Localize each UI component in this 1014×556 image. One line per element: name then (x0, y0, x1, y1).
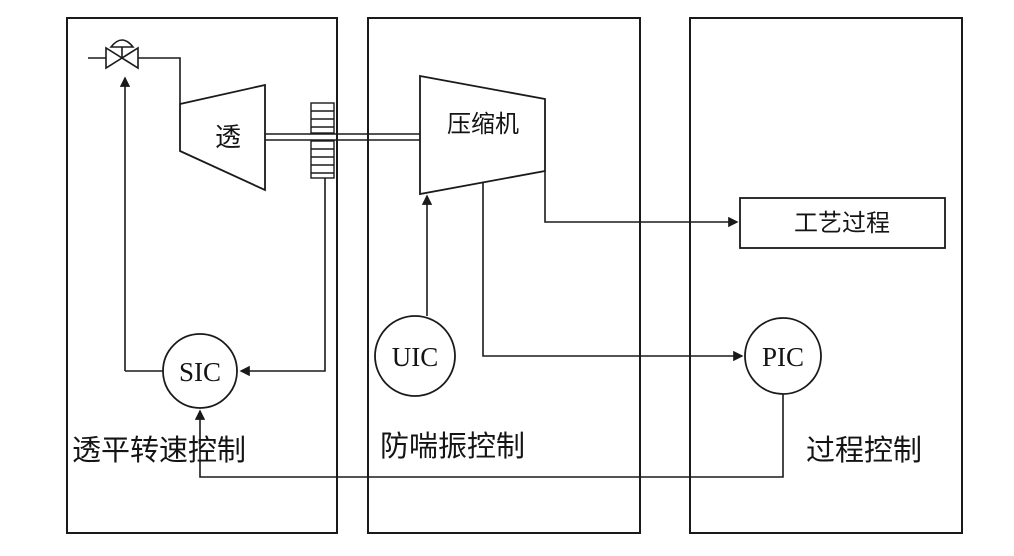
valve-body-left (105, 46, 124, 70)
steam-pipe-right-line (138, 57, 181, 104)
pic-controller-label: PIC (762, 342, 804, 372)
turbine-speed-section-box (66, 17, 338, 534)
turbine-shape (179, 83, 266, 192)
turbine-speed-section-label: 透平转速控制 (72, 434, 246, 467)
uic-controller-label: UIC (392, 342, 439, 372)
process-box-label: 工艺过程 (794, 210, 890, 237)
pic-to-sic-signal-line (194, 394, 784, 478)
compressor-to-process-line (544, 171, 739, 228)
process-box (739, 197, 946, 249)
pressure-to-pic-line (482, 183, 744, 362)
process-control-section-label: 过程控制 (806, 434, 922, 467)
process-control-section-box (689, 17, 963, 534)
gearbox-upper-block (310, 102, 335, 134)
gearbox-lower-block (310, 140, 335, 179)
turbine-label: 透 (215, 123, 241, 152)
sic-controller-circle (162, 333, 238, 409)
valve-actuator-icon (109, 39, 135, 48)
gearbox-icon (310, 102, 335, 179)
anti-surge-section-label: 防喘振控制 (380, 430, 525, 463)
anti-surge-section-box (367, 17, 641, 534)
compressor-label: 压缩机 (447, 111, 519, 138)
control-valve-icon (105, 39, 139, 70)
uic-controller-circle (374, 315, 456, 397)
pic-controller-circle (744, 317, 822, 395)
valve-body-right (120, 46, 139, 70)
sic-controller-label: SIC (179, 357, 221, 387)
speed-feedback-line (239, 178, 326, 377)
